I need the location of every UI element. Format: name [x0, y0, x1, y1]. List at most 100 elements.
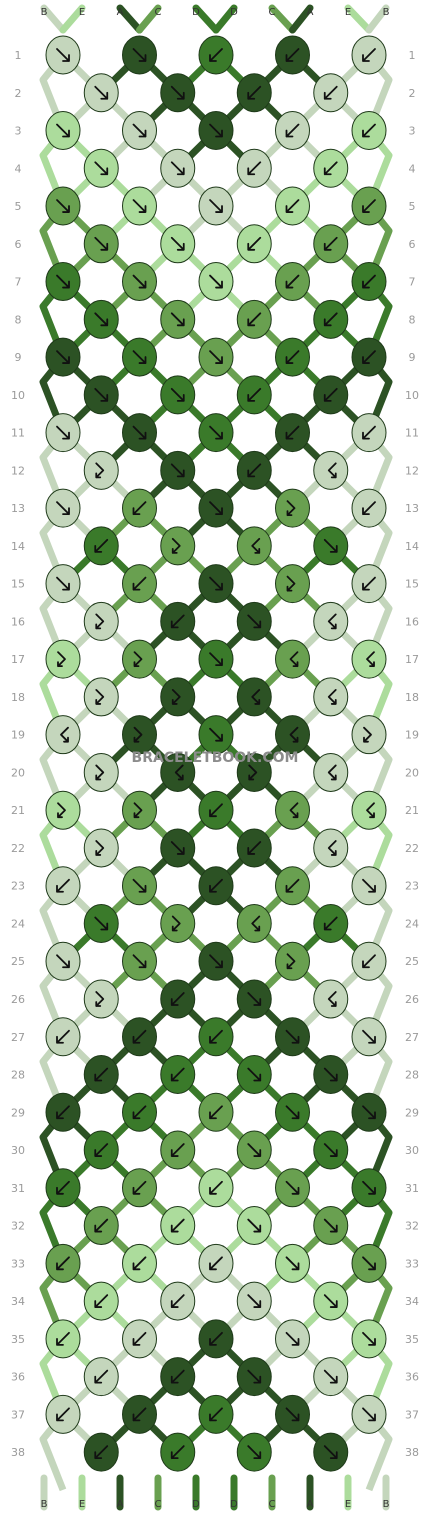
knot [236, 224, 272, 264]
knot-arrow-icon [327, 991, 337, 1007]
knot-ellipse [83, 752, 119, 792]
knot-arrow-icon [56, 1407, 70, 1422]
knot-arrow-icon [362, 576, 376, 591]
knot-ellipse [45, 639, 81, 679]
knot-arrow-icon [323, 1067, 338, 1082]
strand-label-bottom: B [383, 1499, 390, 1510]
knot-arrow-icon [170, 1067, 185, 1082]
strand-label-bottom: C [269, 1499, 276, 1510]
knot-arrow-icon [56, 878, 70, 893]
row-number-left: 15 [11, 578, 25, 591]
knot [83, 73, 119, 113]
knot-arrow-icon [170, 85, 185, 100]
row-number-right: 37 [405, 1408, 419, 1421]
knot-arrow-icon [95, 462, 105, 479]
knot-arrow-icon [362, 1105, 376, 1120]
knot-arrow-icon [209, 350, 223, 364]
knot [160, 601, 196, 641]
knot [351, 866, 387, 906]
knot [275, 186, 310, 226]
knot-ellipse [160, 677, 196, 717]
knot-arrow-icon [285, 1256, 300, 1271]
row-number-right: 17 [405, 653, 419, 666]
knot [275, 35, 310, 75]
knot-ellipse [313, 828, 349, 868]
knot-arrow-icon [247, 1369, 262, 1384]
knot [83, 450, 119, 490]
knot-ellipse [236, 677, 272, 717]
row-number-right: 16 [405, 615, 419, 628]
knot-arrow-icon [94, 85, 109, 100]
strand-label-bottom: D [230, 1499, 238, 1510]
knot-arrow-icon [95, 689, 105, 705]
knot-arrow-icon [56, 954, 70, 969]
knot-arrow-icon [171, 689, 181, 705]
knot [236, 450, 272, 490]
knot [45, 1394, 81, 1434]
knot-arrow-icon [247, 1143, 262, 1157]
knot [236, 828, 272, 868]
knot-arrow-icon [94, 312, 109, 327]
knot-arrow-icon [170, 841, 185, 855]
knot [83, 224, 119, 264]
knot-ellipse [351, 639, 387, 679]
knot-arrow-icon [362, 878, 376, 893]
knot [313, 526, 349, 566]
knot-arrow-icon [247, 85, 262, 100]
knot-ellipse [45, 790, 81, 830]
knot-arrow-icon [362, 501, 376, 516]
strand-label-top: A [307, 7, 314, 18]
knot-arrow-icon [95, 613, 105, 630]
row-number-left: 37 [11, 1408, 25, 1421]
knot-ellipse [160, 526, 196, 566]
knot [351, 1319, 387, 1359]
knot [160, 148, 196, 188]
knot [275, 1394, 310, 1434]
knot-arrow-icon [170, 1294, 185, 1308]
knot-arrow-icon [170, 1445, 185, 1460]
knot [122, 488, 157, 528]
knot-arrow-icon [323, 1143, 338, 1157]
row-number-right: 32 [405, 1220, 419, 1233]
strand-label-top: B [41, 7, 48, 18]
knot-arrow-icon [323, 1369, 338, 1384]
knot [83, 1281, 119, 1321]
knot-arrow-icon [132, 1331, 147, 1346]
strand-stub-top [268, 4, 296, 34]
knot [313, 73, 349, 113]
row-number-left: 22 [11, 842, 25, 855]
knot [45, 488, 81, 528]
knot-arrow-icon [362, 1180, 376, 1195]
row-number-right: 36 [405, 1371, 419, 1384]
knot-ellipse [236, 752, 272, 792]
strand-label-top: C [155, 7, 162, 18]
row-number-left: 12 [11, 464, 25, 477]
knot-ellipse [313, 677, 349, 717]
knot-arrow-icon [56, 1331, 70, 1346]
knot-arrow-icon [132, 425, 147, 440]
knot [275, 941, 310, 981]
knot-arrow-icon [209, 48, 223, 62]
knot-arrow-icon [171, 537, 181, 554]
knot-arrow-icon [94, 1294, 109, 1308]
knot [122, 35, 157, 75]
strand-stub-top [344, 4, 373, 34]
knot-ellipse [122, 639, 157, 679]
knot [198, 941, 234, 981]
knot-ellipse [313, 601, 349, 641]
knot [351, 1017, 387, 1057]
knot-arrow-icon [56, 1105, 70, 1120]
knot-ellipse [83, 677, 119, 717]
row-number-right: 23 [405, 880, 419, 893]
knot-arrow-icon [133, 802, 143, 819]
knot-arrow-icon [170, 614, 185, 629]
knot-arrow-icon [209, 878, 223, 893]
knot [122, 715, 157, 755]
row-number-right: 4 [409, 162, 416, 175]
strand-label-top: D [230, 7, 238, 18]
knot-arrow-icon [170, 1143, 185, 1157]
knot-ellipse [275, 488, 310, 528]
knot-arrow-icon [56, 350, 70, 364]
knot-arrow-icon [209, 199, 223, 213]
